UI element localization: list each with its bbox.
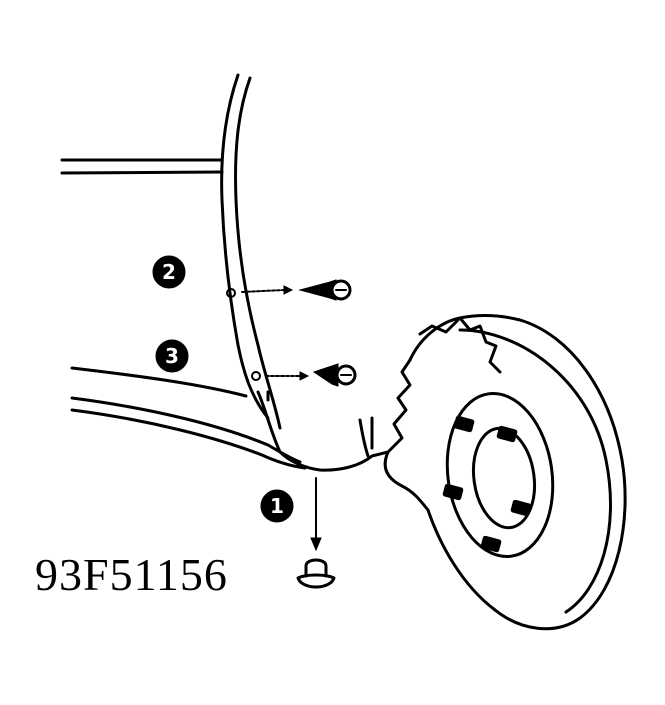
wheel-stud bbox=[480, 535, 502, 553]
callout-3-number: 3 bbox=[165, 344, 179, 368]
callout-1: 1 bbox=[260, 489, 294, 523]
body-panel-edge bbox=[220, 73, 282, 430]
arrow-upper bbox=[241, 285, 294, 295]
wheel-studs bbox=[442, 415, 532, 553]
upper-body-line bbox=[60, 158, 224, 175]
screw-icon bbox=[312, 363, 357, 387]
arrow-down bbox=[310, 477, 322, 552]
wheel-stud bbox=[496, 425, 518, 443]
callout-2: 2 bbox=[152, 255, 186, 289]
wheel-stud bbox=[453, 415, 475, 433]
wheel-stud bbox=[510, 499, 532, 517]
figure-id-label: 93F51156 bbox=[35, 549, 228, 600]
rocker-panel bbox=[70, 366, 307, 470]
callout-1-number: 1 bbox=[270, 494, 284, 518]
screw-icon bbox=[298, 279, 352, 301]
brake-rotor bbox=[383, 314, 627, 631]
wheel-stud bbox=[442, 483, 464, 501]
screw-hole-lower bbox=[251, 371, 261, 381]
splash-shield bbox=[256, 390, 390, 472]
push-clip-icon bbox=[296, 558, 336, 589]
callout-3: 3 bbox=[155, 339, 189, 373]
screw-hole-upper bbox=[226, 288, 236, 298]
callout-2-number: 2 bbox=[162, 260, 176, 284]
arrow-lower bbox=[265, 371, 310, 381]
